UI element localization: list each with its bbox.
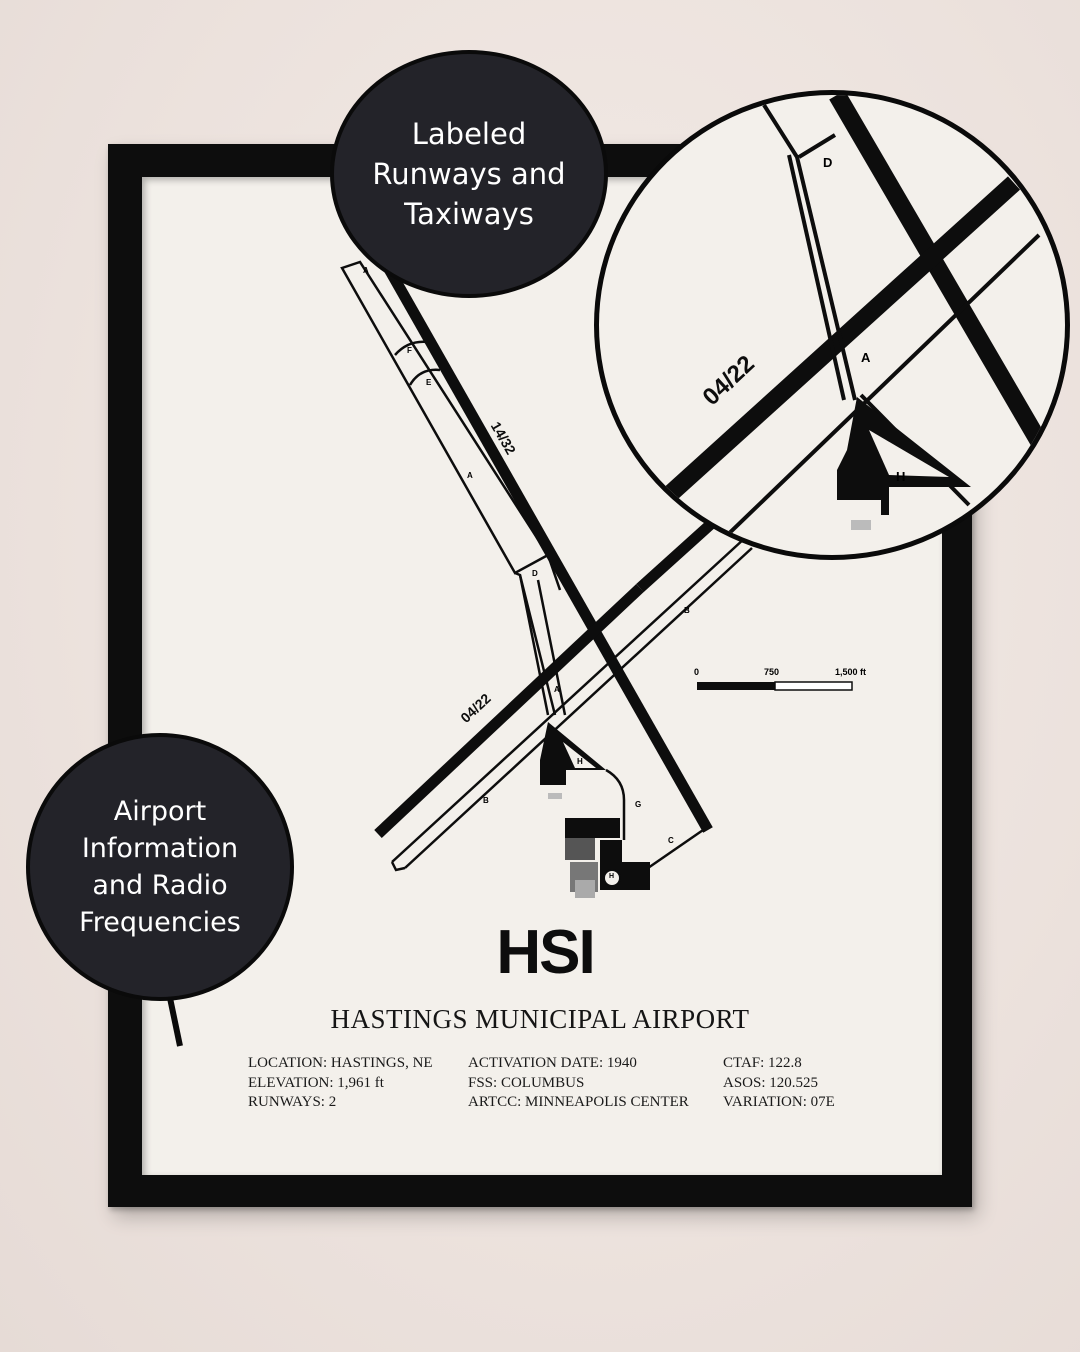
taxiway-label-h: H: [577, 757, 583, 766]
scale-tick-750: 750: [764, 667, 780, 677]
callout-runways-taxiways: Labeled Runways and Taxiways: [330, 50, 608, 298]
airport-code: HSI: [496, 918, 595, 987]
taxiway-e: [408, 368, 441, 386]
callout-pointer: [167, 997, 183, 1047]
scale-tick-0: 0: [694, 667, 700, 677]
terminal-block: [565, 818, 620, 838]
info-activation: ACTIVATION DATE: 1940: [468, 1055, 637, 1071]
info-artcc: ARTCC: MINNEAPOLIS CENTER: [468, 1094, 689, 1110]
runway-14-32: [380, 259, 713, 833]
apron-h-inner: [563, 742, 596, 768]
small-building-2: [575, 880, 595, 898]
terminal-apron: [620, 862, 650, 890]
taxiway-label-a-mid: A: [467, 471, 473, 480]
info-location: LOCATION: HASTINGS, NE: [248, 1055, 433, 1071]
info-elevation: ELEVATION: 1,961 ft: [248, 1074, 384, 1091]
info-column-1: LOCATION: HASTINGS, NE ELEVATION: 1,961 …: [248, 1054, 433, 1113]
airport-name: HASTINGS MUNICIPAL AIRPORT: [330, 1004, 750, 1034]
taxiway-label-b-east: B: [684, 606, 690, 615]
zoom-taxiway-a-left: [787, 154, 846, 401]
taxiway-label-a-north: A: [363, 266, 369, 275]
runway-04-22: [374, 583, 644, 839]
helipad: [603, 869, 621, 887]
scale-bar: [697, 681, 853, 691]
taxiway-a-strip: [340, 260, 550, 575]
taxiway-label-g: G: [635, 800, 642, 809]
zoom-detail-circle: 04/22 D A H: [594, 90, 1070, 560]
taxiway-label-f: F: [407, 346, 412, 355]
info-fss: FSS: COLUMBUS: [468, 1074, 585, 1091]
small-building: [548, 793, 562, 799]
info-variation: VARIATION: 07E: [723, 1094, 835, 1110]
zoom-apron-h-inner: [869, 430, 949, 477]
taxiway-label-d: D: [532, 569, 538, 578]
info-runways: RUNWAYS: 2: [248, 1094, 337, 1110]
zoom-taxiway-label-a: A: [861, 350, 871, 365]
zoom-taxiway-a: [762, 103, 857, 401]
taxiway-label-a-south: A: [554, 685, 560, 694]
zoom-taxiway-label-d: D: [823, 155, 833, 170]
callout-left-text: Airport Information and Radio Frequencie…: [79, 796, 241, 938]
callout-top-text: Labeled Runways and Taxiways: [372, 117, 566, 231]
taxiway-b-strip: [391, 537, 753, 869]
helipad-label: H: [609, 873, 615, 880]
terminal-block-2: [565, 838, 595, 860]
zoom-taxiway-b: [715, 233, 1041, 547]
zoom-small-building: [851, 520, 871, 530]
zoom-diagram: [662, 95, 1049, 547]
scale-tick-1500: 1,500 ft: [835, 667, 867, 677]
taxiway-c: [647, 826, 707, 870]
callout-airport-info: Airport Information and Radio Frequencie…: [26, 733, 294, 1001]
taxiway-label-c: C: [668, 836, 674, 845]
taxiway-g: [605, 768, 626, 840]
taxiway-a-south: [518, 574, 567, 716]
info-column-2: ACTIVATION DATE: 1940 FSS: COLUMBUS ARTC…: [468, 1054, 689, 1113]
zoom-runway-14-32: [829, 95, 1049, 450]
taxiway-label-e: E: [426, 378, 432, 387]
info-column-3: CTAF: 122.8 ASOS: 120.525 VARIATION: 07E: [723, 1054, 835, 1113]
taxiway-label-b-west: B: [483, 796, 489, 805]
zoom-taxiway-label-h: H: [896, 469, 906, 484]
taxiway-b-end: [390, 861, 406, 872]
info-ctaf: CTAF: 122.8: [723, 1055, 802, 1071]
info-asos: ASOS: 120.525: [723, 1074, 819, 1091]
